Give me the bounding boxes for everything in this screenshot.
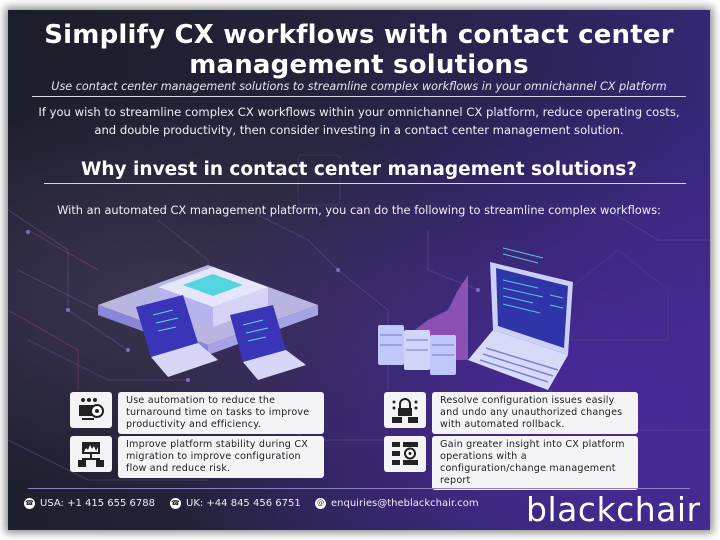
feature-text: Resolve configuration issues easily and … (432, 392, 638, 434)
section-lead: With an automated CX management platform… (57, 203, 661, 217)
intro-text: If you wish to streamline complex CX wor… (38, 105, 680, 137)
monitor-network-chart-icon (70, 436, 112, 472)
email-icon: @ (315, 497, 326, 509)
blackchair-logo: blackchair (526, 490, 701, 529)
server-report-gear-icon (384, 436, 426, 472)
phone-uk[interactable]: ☎ UK: +44 845 456 6751 (170, 497, 301, 509)
phone-icon: ☎ (24, 497, 35, 509)
configuration-lock-network-icon (384, 392, 426, 428)
section-heading: Why invest in contact center management … (80, 159, 638, 180)
feature-text: Use automation to reduce the turnaround … (118, 392, 324, 434)
feature-text: Gain greater insight into CX platform op… (432, 436, 638, 490)
laptop-with-servers-illustration (378, 247, 573, 390)
feature-item: Gain greater insight into CX platform op… (384, 436, 638, 490)
phone-usa-text: USA: +1 415 655 6788 (40, 497, 155, 509)
footer-divider (28, 488, 690, 489)
title-line-1: Simplify CX workflows with contact cente… (44, 20, 674, 50)
email-text: enquiries@theblackchair.com (331, 497, 479, 509)
feature-item: Improve platform stability during CX mig… (70, 436, 324, 478)
page-title: Simplify CX workflows with contact cente… (8, 20, 710, 80)
divider (32, 96, 686, 97)
email-link[interactable]: @ enquiries@theblackchair.com (315, 497, 479, 509)
automation-gears-icon (70, 392, 112, 428)
infographic-card: Simplify CX workflows with contact cente… (8, 10, 710, 530)
phone-icon: ☎ (170, 497, 181, 509)
feature-item: Resolve configuration issues easily and … (384, 392, 638, 434)
feature-text: Improve platform stability during CX mig… (118, 436, 324, 478)
phone-usa[interactable]: ☎ USA: +1 415 655 6788 (24, 497, 155, 509)
phone-uk-text: UK: +44 845 456 6751 (186, 497, 301, 509)
subtitle: Use contact center management solutions … (51, 80, 667, 93)
divider (44, 183, 686, 184)
title-line-2: management solutions (189, 50, 529, 80)
server-with-laptops-illustration (98, 265, 318, 380)
feature-item: Use automation to reduce the turnaround … (70, 392, 324, 434)
